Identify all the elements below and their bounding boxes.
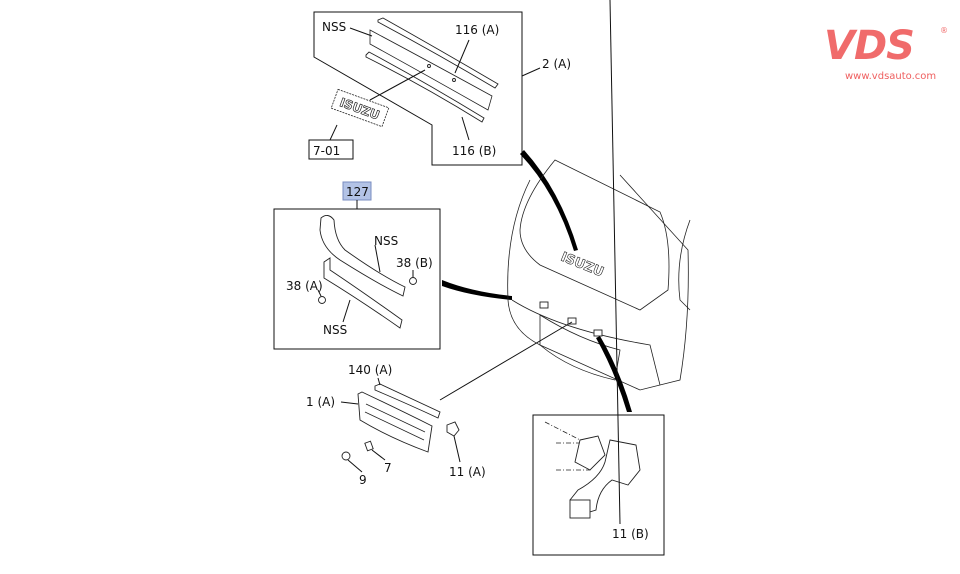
part-11b-clip-body [569,439,641,516]
leader-11b [609,0,621,525]
label-nss-upper: NSS [374,234,398,248]
vehicle-license-recess [539,314,621,381]
clip-mount-face [574,435,606,471]
label-1a: 1 (A) [306,395,335,409]
grille-slat [365,403,426,433]
part-9-screw [341,451,351,461]
watermark-registered-mark: ® [940,26,948,35]
leader-11a [453,435,461,463]
label-nss-lower: NSS [323,323,347,337]
grille-group: 140 (A) 1 (A) 7 9 11 (A) [306,363,486,487]
leader-116b [461,116,470,141]
leader-140a [377,377,381,386]
leader-7 [371,449,386,461]
leader-grille-to-vehicle [439,321,573,401]
pointer-arrow-clip [596,336,632,412]
vehicle-clip [593,329,603,337]
label-7: 7 [384,461,392,475]
leader-1a [340,401,359,405]
part-garnish-panel [369,29,493,111]
ref-box-7-01 [308,139,354,160]
garnish-panel-group: 127 NSS 38 (B) 38 (A) NSS [273,181,441,350]
leader-7-01 [329,124,338,141]
label-11a: 11 (A) [449,465,486,479]
leader-nss-upper [374,244,381,273]
part-38b-clip [409,277,417,285]
leader-9 [347,459,363,473]
part-upper-garnish [319,215,406,297]
part-116a-strip [377,17,499,89]
part-7-clip [364,440,374,452]
vehicle-bumper-line [511,299,661,386]
garnish-hole [452,78,456,82]
clip-detail-group: 11 (B) [532,0,665,556]
label-2a: 2 (A) [542,57,571,71]
clip-base [569,499,591,519]
pointer-arrow-garnish [442,280,512,300]
leader-2a [521,67,541,77]
part-140a-strip [374,383,441,419]
vehicle-rear-window [519,159,670,311]
part-116b-strip [365,51,485,123]
leader-116a [454,39,470,74]
grille-slat [364,411,425,441]
leader-emblem [369,69,426,101]
top-panel-group: 2 (A) NSS 116 (A) 116 (B) ISUZU 7-01 [308,11,571,166]
label-9: 9 [359,473,367,487]
label-11b: 11 (B) [612,527,649,541]
vehicle-body-outline [507,174,689,391]
part-11a-clip [446,421,460,437]
label-116b: 116 (B) [452,144,496,158]
vehicle-rear-view: ISUZU [507,159,691,391]
part-lower-bracket [323,257,403,329]
top-panel-frame [313,11,523,166]
label-38a: 38 (A) [286,279,323,293]
vds-watermark-logo: VDS ® www.vdsauto.com [824,26,954,86]
leader-nss-top [349,27,373,37]
part-38a-clip [318,296,326,304]
garnish-hole [427,64,431,68]
label-38b: 38 (B) [396,256,433,270]
label-116a: 116 (A) [455,23,499,37]
watermark-url: www.vdsauto.com [845,71,937,82]
label-nss-top: NSS [322,20,346,34]
vehicle-emblem: ISUZU [559,250,606,281]
clip-detail-frame [532,414,665,556]
vehicle-clip [567,317,577,325]
leader-38a [317,289,322,297]
part-1a-grille [357,391,433,453]
label-7-01: 7-01 [313,144,340,158]
label-140a: 140 (A) [348,363,392,377]
pointer-arrow-top [520,150,578,251]
leader-nss-lower [342,299,351,323]
garnish-panel-frame [273,208,441,350]
watermark-brand: VDS [824,23,915,69]
label-127: 127 [346,185,369,199]
vehicle-side-panel [678,219,691,311]
vehicle-clip [539,301,549,309]
